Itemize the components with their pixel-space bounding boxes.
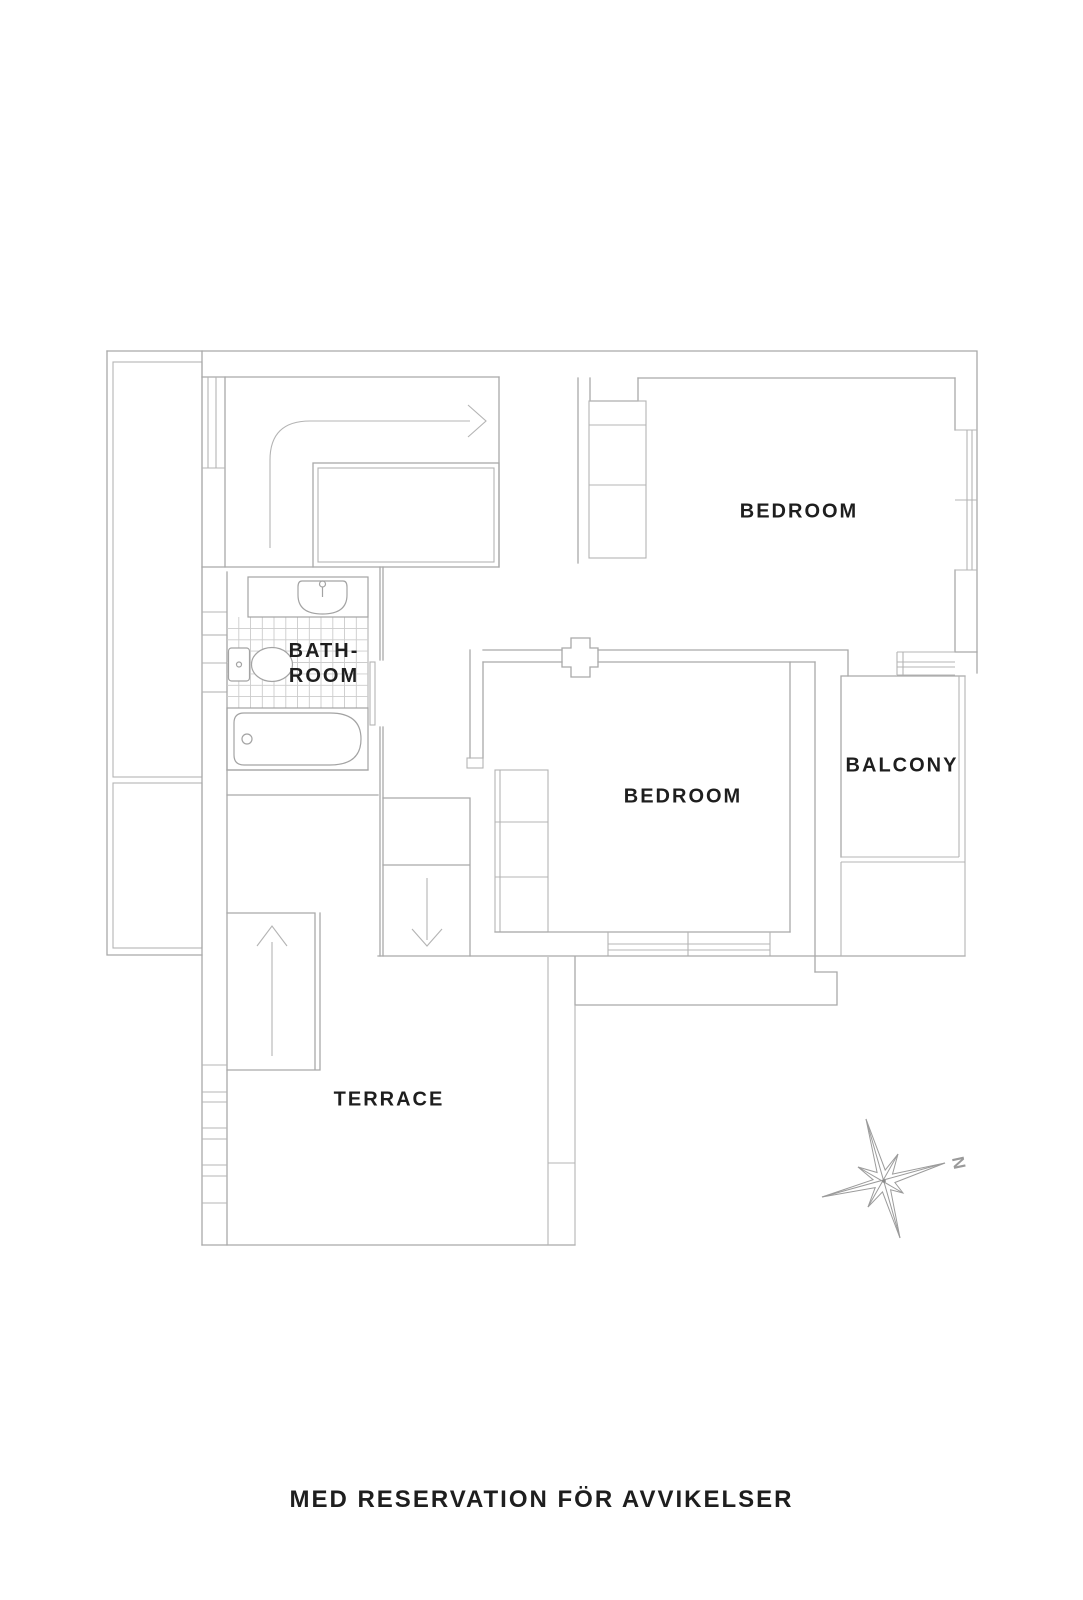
terrace-walls [201,769,576,1246]
terrace-side-steps [202,1064,227,1204]
bathroom-door-leaf [369,661,376,726]
compass-center [882,1179,886,1183]
staircase-upper [201,376,500,568]
compass-rose [821,1118,946,1239]
disclaimer-text: MED RESERVATION FÖR AVVIKELSER [289,1486,794,1513]
toilet-tank [227,647,251,682]
bathroom-label-line1: BATH- [288,640,360,662]
stair-direction-arrow [269,420,470,548]
bathroom-label: BATH- ROOM [289,639,360,689]
toilet-bowl [250,646,294,683]
bedroom-middle-window [607,932,771,956]
compass-star [821,1118,946,1239]
bathroom-label-line2: ROOM [288,665,360,687]
stairs-down-arrow-head [411,928,443,947]
sink-counter [247,576,369,618]
bathtub-drain-icon [241,733,253,745]
sink-basin [297,580,348,615]
bedroom-middle-closet [494,769,549,933]
balcony-label: BALCONY [845,754,959,777]
chimney-pillar [561,637,599,678]
terrace-label: TERRACE [333,1088,445,1111]
bedroom-middle-label: BEDROOM [623,785,743,808]
bathtub-inner [233,712,362,766]
terrace-ramp [226,912,321,1071]
outer-boundary [106,350,978,1246]
balcony-walls [840,675,966,956]
bathtub-outer [226,707,369,771]
ramp-arrow-head [256,925,288,947]
bedroom-top-walls [561,377,978,678]
bedroom-top-closet [588,400,647,559]
bathroom-fixtures [226,576,369,771]
balcony-door-window [896,651,955,676]
bedroom-middle-walls [377,649,966,1006]
balcony-railing [841,676,966,863]
stairs-down [382,797,471,957]
stair-arrow-head [467,404,487,438]
bedroom-top-label: BEDROOM [739,500,859,523]
